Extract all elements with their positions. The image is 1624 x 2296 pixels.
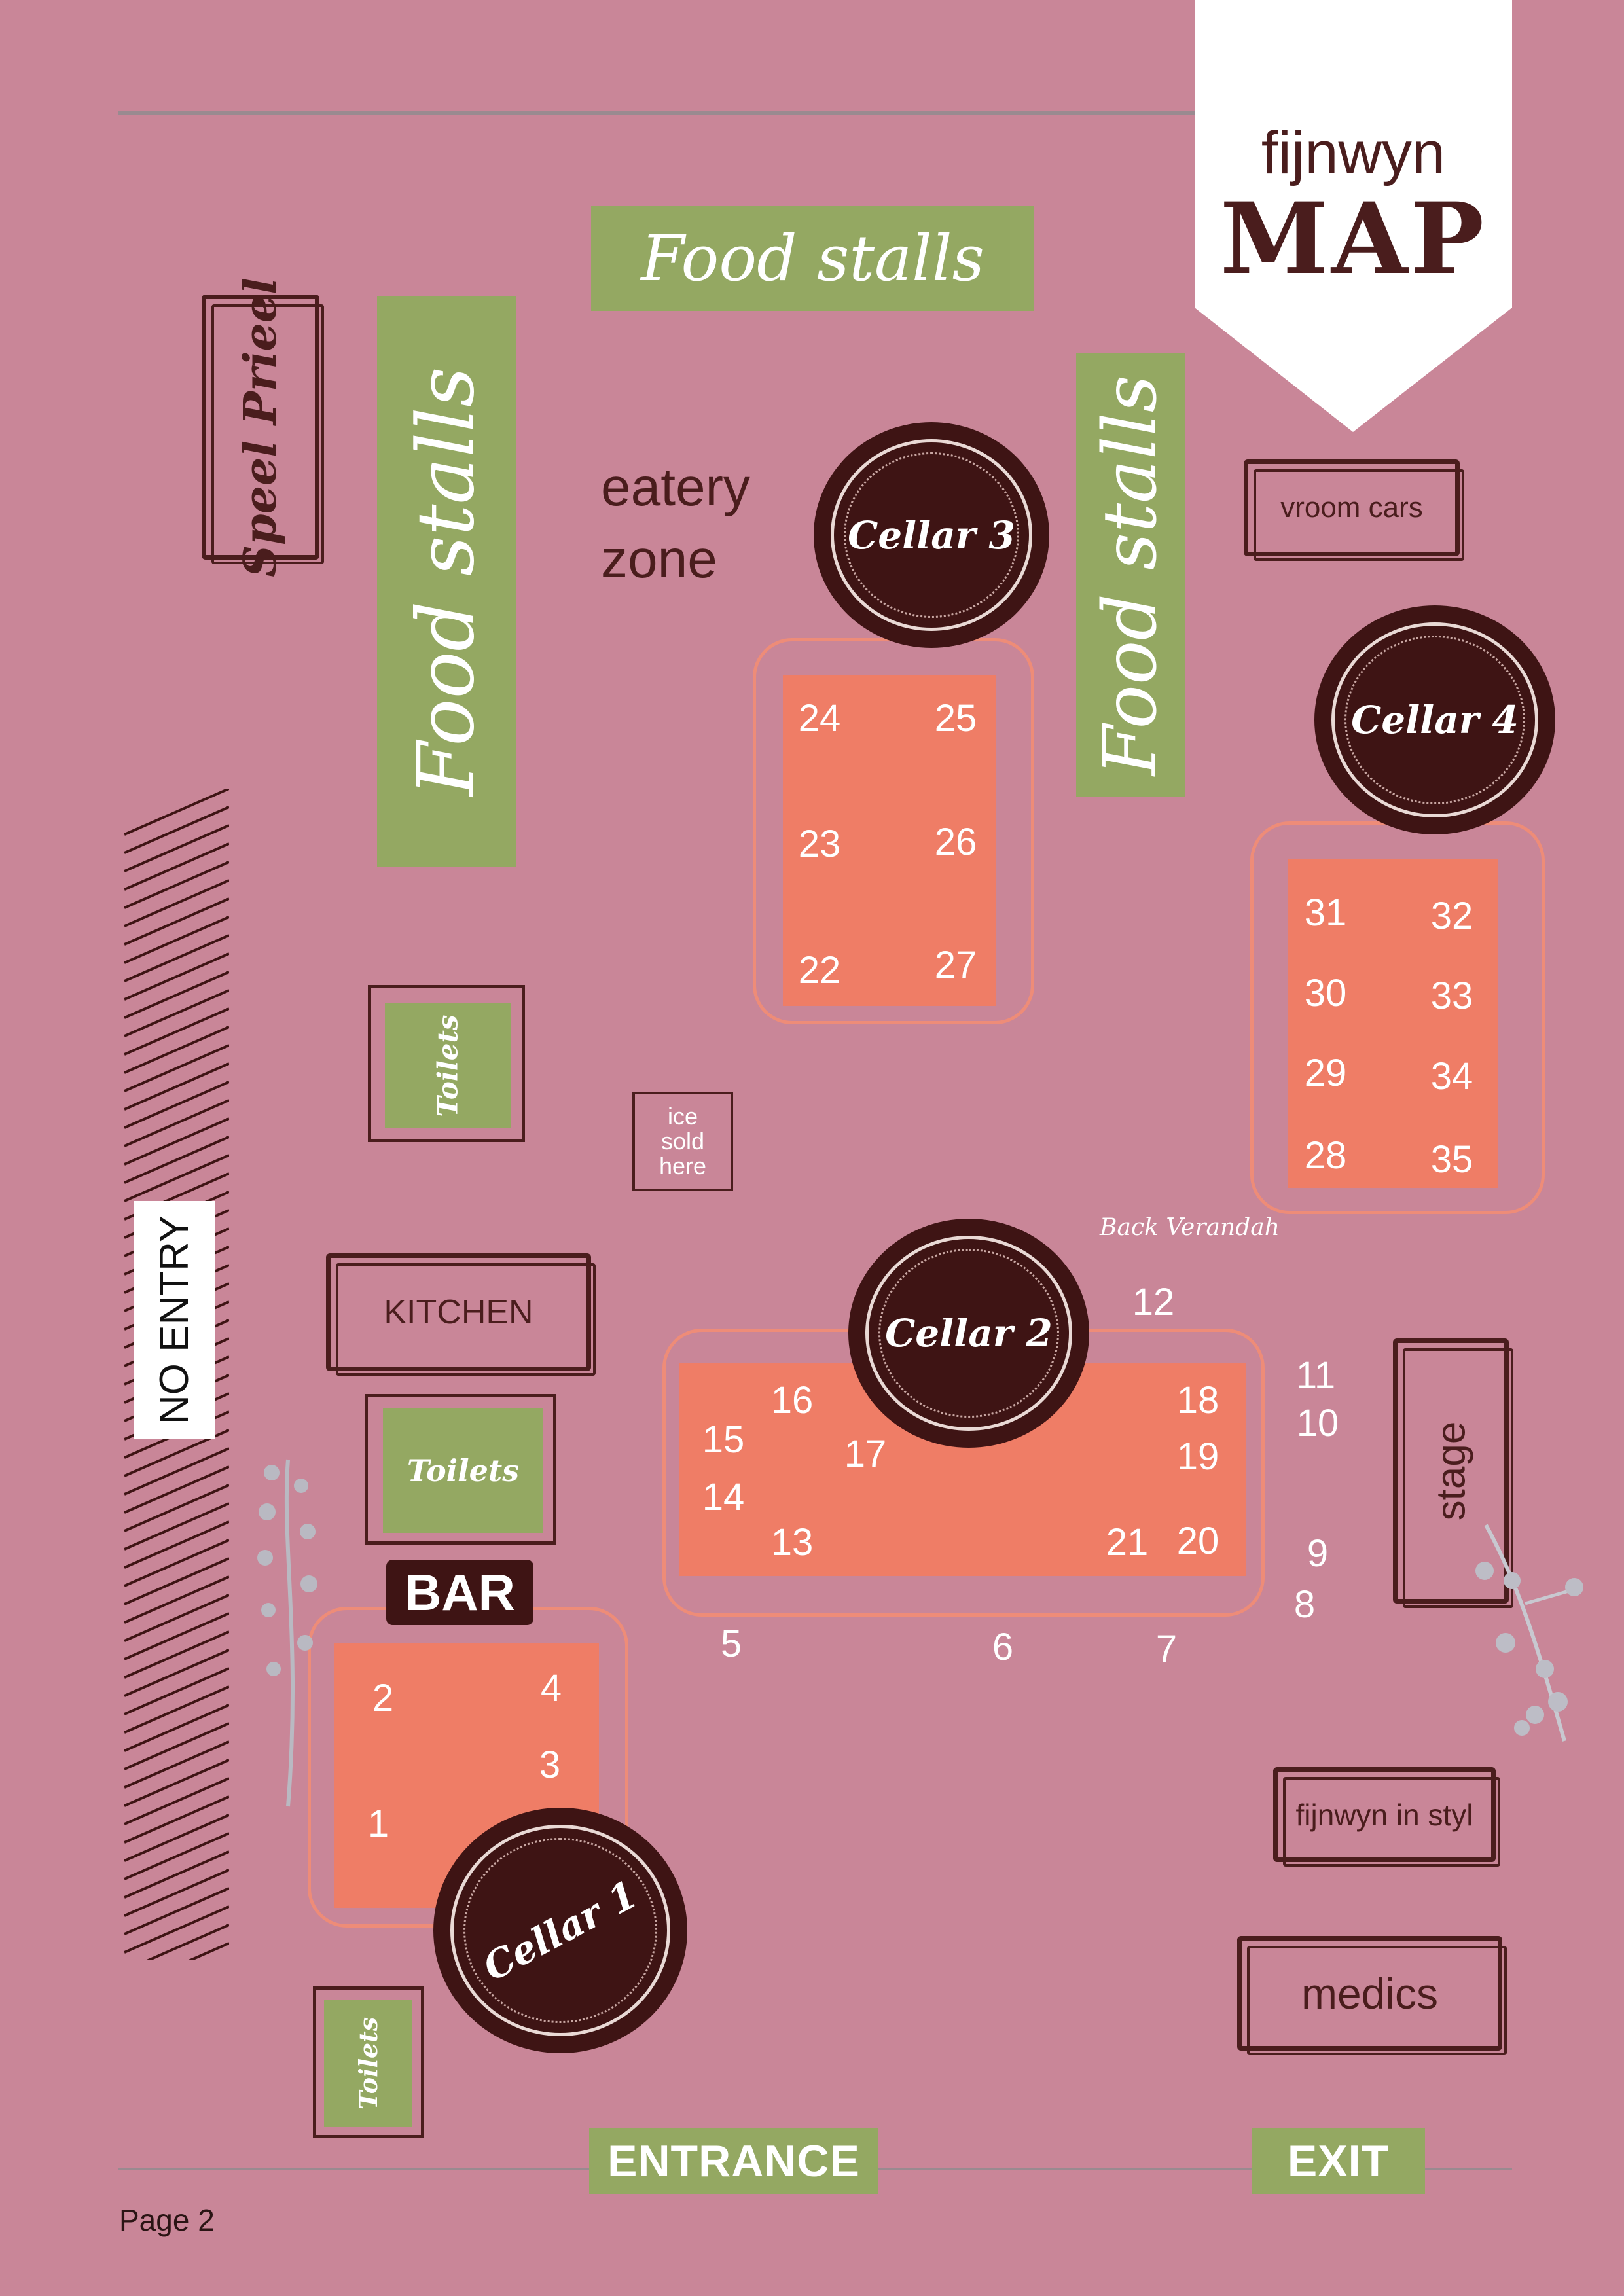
ice-line2: sold	[660, 1128, 705, 1155]
ice-line3: here	[659, 1152, 707, 1179]
stand-number: 30	[1304, 972, 1347, 1014]
fijnwyn-in-styl: fijnwyn in styl	[1273, 1767, 1500, 1867]
stand-number: 16	[770, 1379, 814, 1422]
stand-number: 6	[992, 1626, 1014, 1668]
stand-number: 20	[1176, 1520, 1219, 1562]
stand-number: 12	[1132, 1281, 1175, 1323]
stand-number: 34	[1430, 1055, 1473, 1098]
kitchen: KITCHEN	[326, 1253, 596, 1376]
medics: medics	[1237, 1936, 1507, 2055]
food-stalls-left: Food stalls	[377, 296, 516, 867]
title-line1: fijnwyn	[1261, 120, 1446, 187]
stand-number: 8	[1293, 1583, 1316, 1626]
stand-number: 27	[934, 944, 977, 986]
food-stalls-left-label: Food stalls	[401, 367, 492, 796]
toilets-lower-label: Toilets	[353, 2017, 384, 2110]
stand-number: 14	[702, 1476, 745, 1518]
stand-number: 22	[798, 949, 841, 992]
ice-sold-here: ice sold here	[632, 1092, 733, 1191]
stand-number: 18	[1176, 1379, 1219, 1422]
stand-number: 32	[1430, 895, 1473, 937]
vroom-cars: vroom cars	[1244, 459, 1464, 561]
stand-block-22-27	[783, 675, 996, 1006]
cellar-3-label: Cellar 3	[848, 512, 1015, 558]
toilets-upper-fill: Toilets	[385, 1003, 511, 1128]
food-stalls-top: Food stalls	[591, 206, 1034, 311]
stand-number: 24	[798, 697, 841, 740]
speel-prieel: Speel Prieel	[202, 278, 324, 577]
cellar-2[interactable]: Cellar 2	[848, 1219, 1089, 1448]
stand-number: 29	[1304, 1052, 1347, 1094]
stand-number: 2	[372, 1677, 394, 1719]
speel-prieel-label: Speel Prieel	[234, 277, 287, 577]
stage-label: stage	[1428, 1421, 1473, 1521]
cellar-4[interactable]: Cellar 4	[1314, 605, 1555, 834]
stand-number: 23	[798, 823, 841, 865]
stand-number: 10	[1296, 1402, 1339, 1444]
eatery-zone-line1: eatery	[601, 457, 750, 517]
back-verandah-label: Back Verandah	[1100, 1214, 1280, 1241]
food-stalls-right-label: Food stalls	[1088, 374, 1173, 776]
stand-number: 7	[1155, 1628, 1178, 1670]
toilets-middle	[365, 1394, 556, 1545]
plant-decoration-right	[1475, 1524, 1583, 1742]
ice-line1: ice	[667, 1103, 698, 1130]
stand-number: 33	[1430, 975, 1473, 1017]
cellar-1[interactable]: Cellar 1	[433, 1808, 687, 2053]
cellar-3[interactable]: Cellar 3	[814, 422, 1049, 648]
stand-number: 15	[702, 1418, 745, 1461]
plant-decoration-left	[257, 1459, 317, 1807]
cellar-2-label: Cellar 2	[885, 1311, 1053, 1355]
bar-sign: BAR	[386, 1560, 533, 1625]
stand-number: 19	[1176, 1435, 1219, 1478]
page-number: Page 2	[119, 2203, 215, 2237]
food-stalls-right: Food stalls	[1076, 353, 1185, 797]
eatery-zone-label: eatery zone	[601, 452, 750, 596]
toilets-middle-label: Toilets	[407, 1453, 519, 1488]
cellar-1-label: Cellar 1	[476, 1871, 645, 1990]
stand-number: 31	[1304, 891, 1347, 934]
toilets-upper	[368, 985, 525, 1142]
stand-number: 21	[1106, 1521, 1149, 1564]
title-banner	[1195, 0, 1512, 432]
stand-number: 17	[844, 1433, 887, 1475]
exit[interactable]: EXIT	[1252, 2128, 1425, 2194]
stand-number: 3	[539, 1744, 561, 1786]
toilets-lower-fill: Toilets	[324, 2000, 412, 2127]
stand-number: 5	[720, 1623, 742, 1665]
stand-number: 13	[770, 1521, 814, 1564]
stand-number: 35	[1430, 1138, 1473, 1181]
stand-number: 9	[1307, 1532, 1329, 1575]
cellar-4-label: Cellar 4	[1351, 698, 1519, 742]
stand-number: 25	[934, 697, 977, 740]
stand-number: 26	[934, 821, 977, 863]
toilets-middle-fill: Toilets	[383, 1408, 543, 1533]
top-rule	[118, 111, 1198, 115]
no-entry-sign: NO ENTRY	[134, 1201, 215, 1439]
entrance[interactable]: ENTRANCE	[589, 2128, 878, 2194]
stand-number: 11	[1295, 1354, 1336, 1397]
stand-number: 4	[540, 1667, 562, 1710]
no-entry-label: NO ENTRY	[152, 1215, 198, 1425]
stand-number: 28	[1304, 1134, 1347, 1177]
stand-number: 1	[367, 1803, 389, 1845]
toilets-upper-label: Toilets	[431, 1014, 464, 1117]
eatery-zone-line2: zone	[601, 529, 717, 589]
stand-block-28-35	[1288, 859, 1498, 1188]
title-line2: MAP	[1219, 181, 1487, 296]
toilets-lower	[313, 1986, 424, 2138]
